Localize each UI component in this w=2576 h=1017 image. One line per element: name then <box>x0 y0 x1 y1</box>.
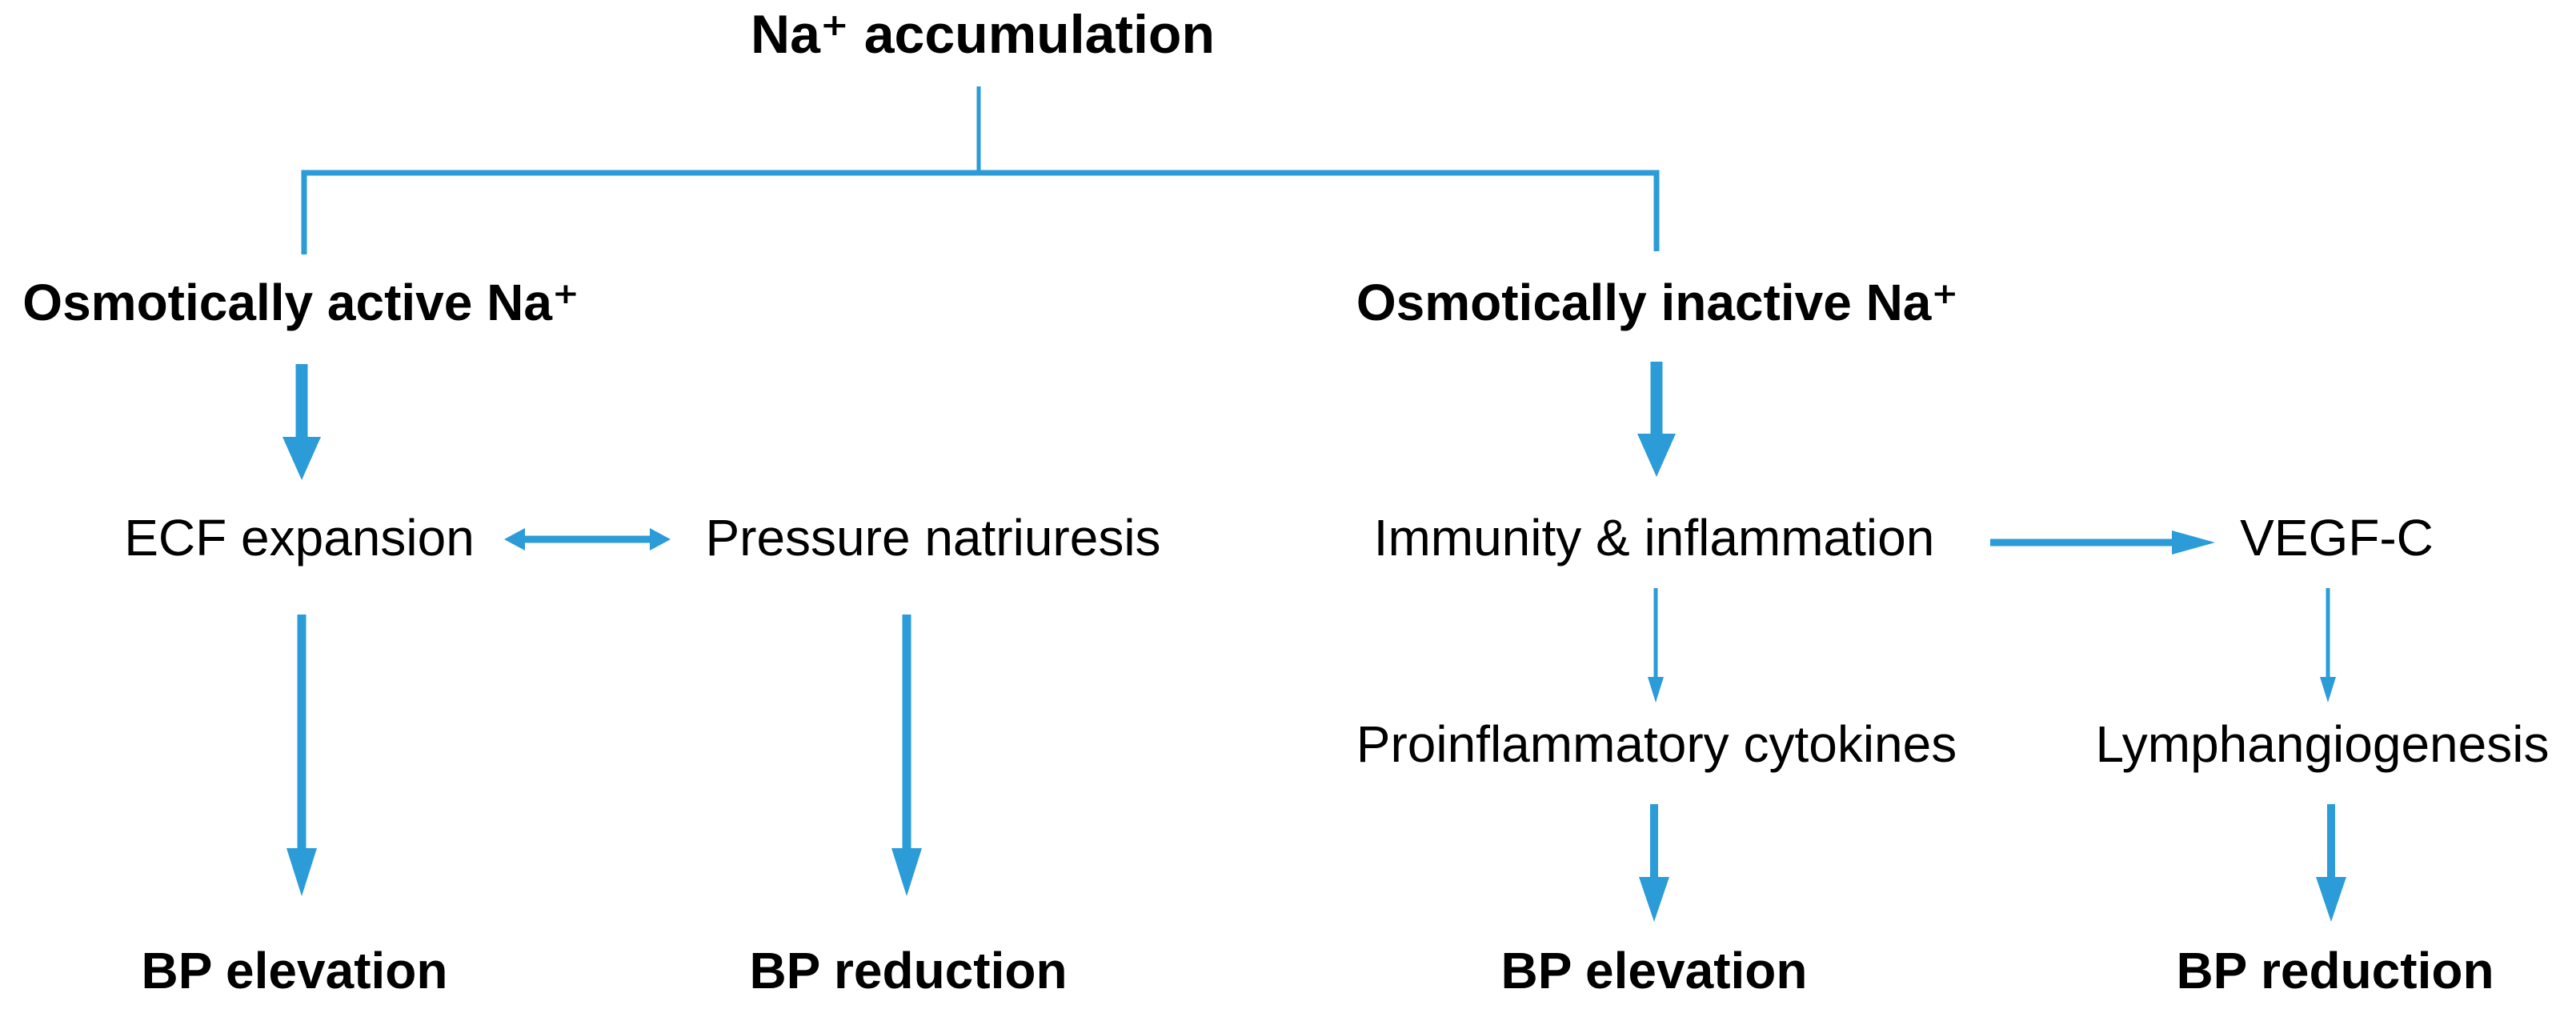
arrow-ecf-to-bp-elevation-icon <box>286 615 317 896</box>
arrow-lymphangiogenesis-to-bp-reduction-icon <box>2316 804 2346 922</box>
double-arrow-ecf-pressure-icon <box>504 528 671 551</box>
branch-bracket-line <box>301 170 1660 254</box>
arrow-pressure-to-bp-reduction-icon <box>891 615 922 896</box>
node-bp-reduction-left: BP reduction <box>749 942 1068 999</box>
node-na-accumulation: Na⁺ accumulation <box>750 4 1216 65</box>
node-immunity-inflammation: Immunity & inflammation <box>1373 509 1935 567</box>
node-bp-reduction-right: BP reduction <box>2176 942 2494 999</box>
node-vegf-c: VEGF-C <box>2240 509 2434 567</box>
arrow-cytokines-to-bp-elevation-icon <box>1639 804 1669 922</box>
arrow-active-to-ecf-icon <box>282 364 321 480</box>
node-bp-elevation-left: BP elevation <box>141 942 448 999</box>
node-osmotically-inactive-na: Osmotically inactive Na⁺ <box>1356 274 1959 331</box>
arrow-vegfc-to-lymphangiogenesis-icon <box>2320 588 2336 703</box>
arrow-inactive-to-immunity-icon <box>1637 362 1676 477</box>
node-pressure-natriuresis: Pressure natriuresis <box>705 509 1161 567</box>
node-proinflammatory-cytokines: Proinflammatory cytokines <box>1356 715 1957 773</box>
arrow-immunity-to-vegfc-icon <box>1990 531 2215 555</box>
node-bp-elevation-right: BP elevation <box>1500 942 1808 999</box>
node-osmotically-active-na: Osmotically active Na⁺ <box>22 274 579 331</box>
node-ecf-expansion: ECF expansion <box>124 509 475 567</box>
arrow-immunity-to-cytokines-icon <box>1648 588 1664 703</box>
node-lymphangiogenesis: Lymphangiogenesis <box>2095 715 2550 773</box>
